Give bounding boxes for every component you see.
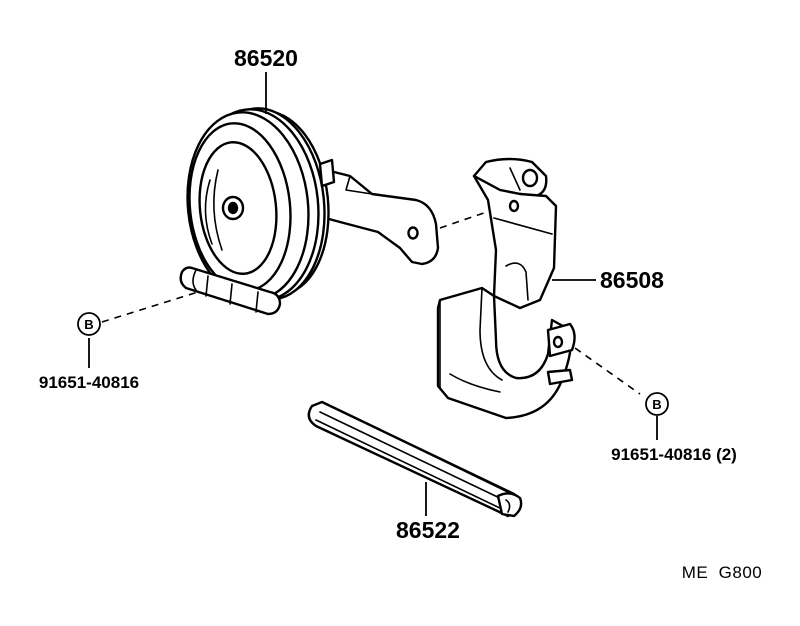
fastener-left-symbol: B xyxy=(77,312,101,336)
fastener-left-letter: B xyxy=(84,317,93,332)
fastener-right-symbol: B xyxy=(645,392,669,416)
dashed-line-right-fastener xyxy=(574,347,641,395)
part-number-strip: 86522 xyxy=(396,517,460,543)
bracket-part xyxy=(436,157,576,420)
fastener-right-letter: B xyxy=(652,397,661,412)
horn-part xyxy=(179,107,440,316)
part-number-bracket: 86508 xyxy=(600,267,664,293)
fastener-right-number: 91651-40816 (2) xyxy=(611,445,737,464)
fastener-left-number: 91651-40816 xyxy=(39,373,139,392)
strip-part xyxy=(307,400,523,518)
dashed-line-left-fastener xyxy=(101,291,199,323)
part-number-horn: 86520 xyxy=(234,45,298,71)
diagram-code: ME G800 xyxy=(682,563,763,582)
